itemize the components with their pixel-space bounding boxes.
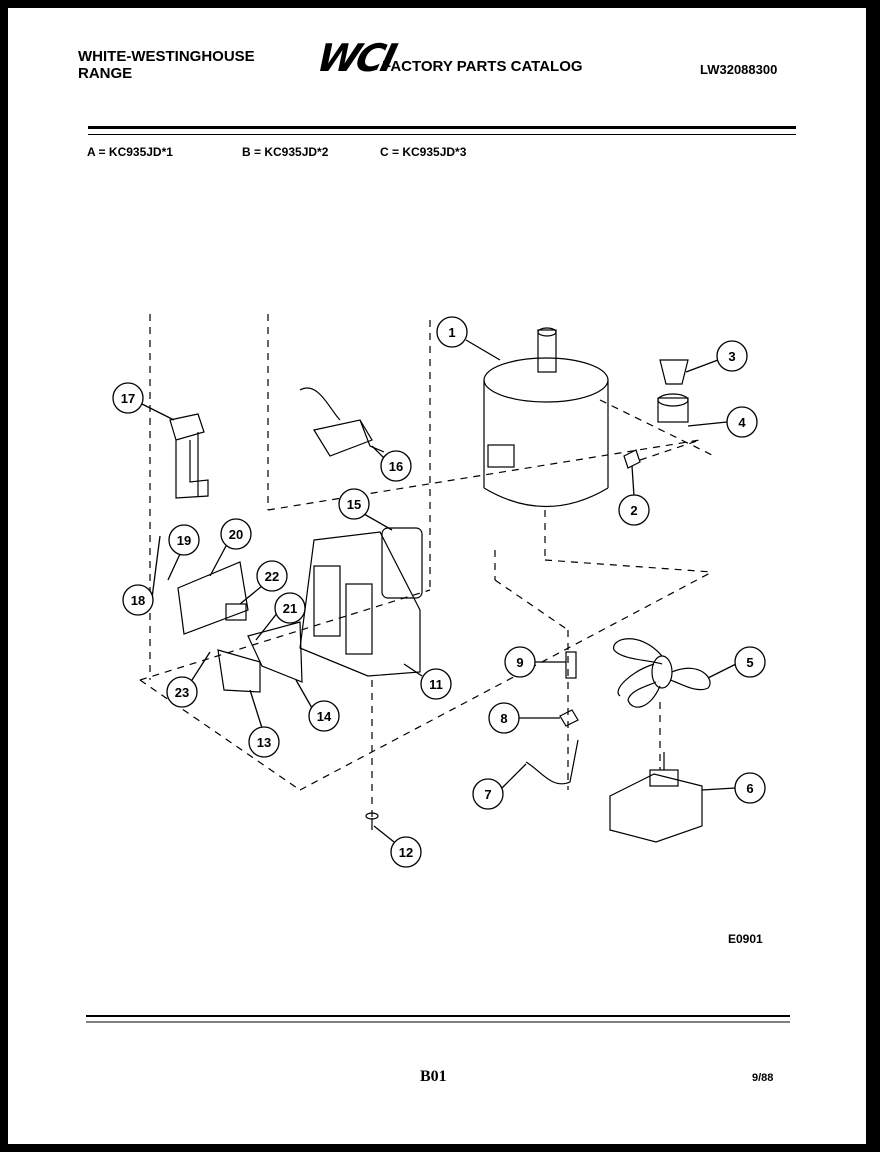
svg-text:11: 11 [429, 677, 443, 692]
svg-text:2: 2 [630, 503, 637, 518]
svg-text:17: 17 [121, 391, 135, 406]
svg-text:15: 15 [347, 497, 361, 512]
wire-harness-part [525, 739, 579, 785]
fan-motor-part [609, 752, 703, 843]
connector-part [299, 387, 385, 457]
page-number: B01 [420, 1068, 447, 1085]
cap-part [659, 359, 689, 385]
model-c: C = KC935JD*3 [380, 145, 467, 159]
callout-1: 1 [436, 316, 501, 361]
svg-text:5: 5 [746, 655, 753, 670]
callout-13: 13 [248, 689, 280, 758]
catalog-page [8, 8, 866, 1144]
callout-23: 23 [166, 651, 211, 708]
callout-18: 18 [122, 535, 161, 616]
svg-text:18: 18 [131, 593, 145, 608]
callout-15: 15 [338, 488, 393, 531]
svg-text:8: 8 [500, 711, 507, 726]
callout-14: 14 [295, 679, 340, 732]
side-bracket-part [247, 621, 303, 683]
callout-6: 6 [701, 772, 766, 804]
print-date: 9/88 [752, 1072, 774, 1084]
catalog-title: FACTORY PARTS CATALOG [382, 58, 583, 75]
svg-text:4: 4 [738, 415, 746, 430]
transformer-part [299, 531, 421, 677]
svg-text:20: 20 [229, 527, 243, 542]
svg-text:23: 23 [175, 685, 189, 700]
svg-text:13: 13 [257, 735, 271, 750]
brand-name: WHITE-WESTINGHOUSE [78, 48, 255, 65]
diagram-code: E0901 [728, 932, 763, 946]
header-rule-top [88, 126, 796, 129]
motor-part [483, 327, 609, 508]
svg-text:6: 6 [746, 781, 753, 796]
svg-text:22: 22 [265, 569, 279, 584]
fan-blade-part [613, 638, 711, 708]
catalog-number: LW32088300 [700, 62, 778, 77]
svg-text:3: 3 [728, 349, 735, 364]
model-b: B = KC935JD*2 [242, 145, 329, 159]
clip-part [623, 449, 641, 469]
callout-5: 5 [707, 646, 766, 679]
mount-bracket-part [169, 413, 209, 499]
svg-text:21: 21 [283, 601, 297, 616]
svg-text:9: 9 [516, 655, 523, 670]
svg-text:14: 14 [317, 709, 332, 724]
callout-22: 22 [239, 560, 288, 605]
svg-text:7: 7 [484, 787, 491, 802]
circuit-board-part [177, 561, 249, 635]
callout-7: 7 [472, 763, 527, 810]
callout-9: 9 [504, 646, 566, 678]
callout-19: 19 [167, 524, 200, 581]
callout-3: 3 [685, 340, 748, 373]
svg-text:16: 16 [389, 459, 403, 474]
callout-21: 21 [255, 592, 306, 641]
callout-16: 16 [371, 445, 412, 482]
screw-part [365, 812, 379, 830]
svg-text:1: 1 [448, 325, 455, 340]
header-rule-bottom [88, 134, 796, 135]
callout-11: 11 [403, 663, 452, 700]
callout-17: 17 [112, 382, 175, 421]
callout-8: 8 [488, 702, 560, 734]
callout-20: 20 [209, 518, 252, 577]
callout-4: 4 [687, 406, 758, 438]
spacer-part [565, 651, 577, 679]
bracket-part [657, 393, 689, 423]
svg-text:12: 12 [399, 845, 413, 860]
model-a: A = KC935JD*1 [87, 145, 173, 159]
leader-lines [139, 314, 713, 820]
svg-text:19: 19 [177, 533, 191, 548]
capacitor-part [381, 527, 423, 599]
brand-block: WHITE-WESTINGHOUSE RANGE [78, 48, 255, 82]
switch-part [225, 603, 247, 621]
base-bracket-part [217, 649, 261, 693]
clamp-part [559, 709, 579, 727]
callout-12: 12 [373, 825, 422, 868]
callout-2: 2 [618, 465, 650, 526]
product-type: RANGE [78, 65, 133, 82]
